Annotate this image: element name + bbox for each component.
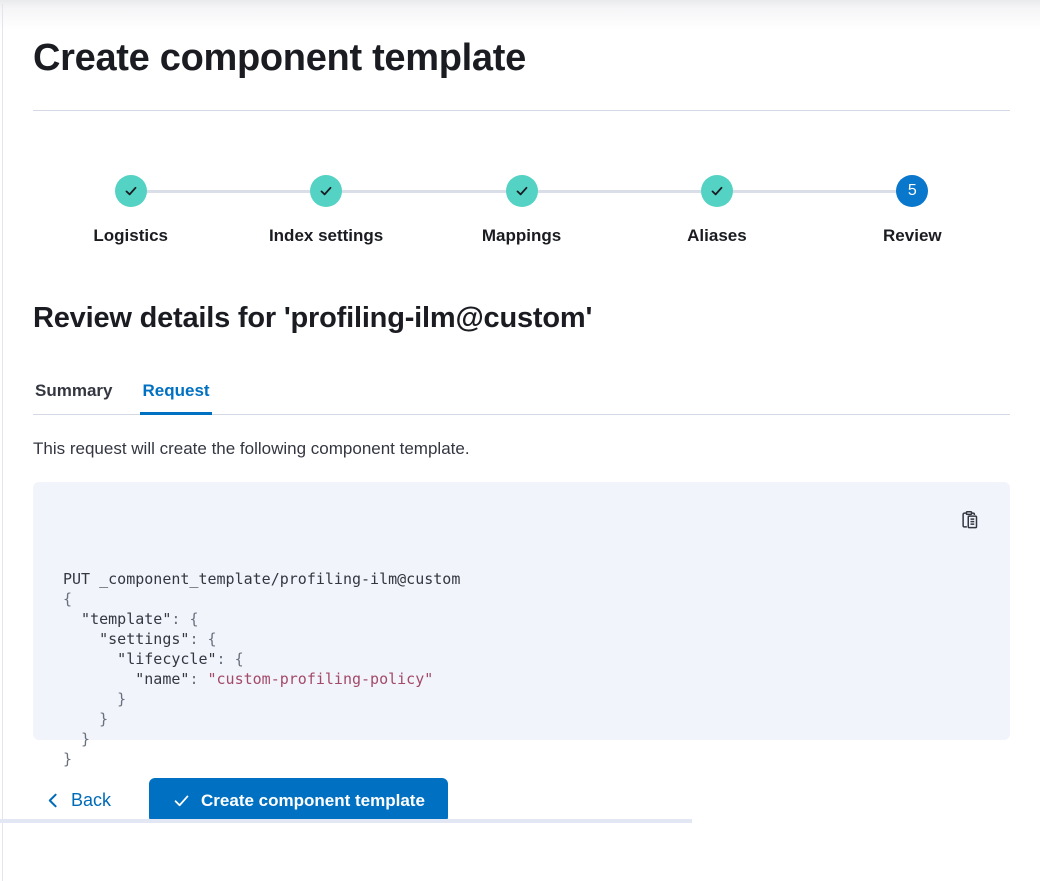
back-button-label: Back bbox=[71, 790, 112, 811]
panel-left-border bbox=[2, 4, 3, 881]
request-description: This request will create the following c… bbox=[33, 438, 470, 458]
copy-clipboard-icon bbox=[930, 511, 980, 537]
step-index-settings[interactable]: Index settings bbox=[228, 174, 423, 246]
check-icon bbox=[514, 183, 530, 199]
create-button-label: Create component template bbox=[201, 790, 425, 810]
back-button[interactable]: Back bbox=[33, 790, 119, 811]
code-line: "name": "custom-profiling-policy" bbox=[63, 670, 434, 689]
copy-to-clipboard-button[interactable] bbox=[928, 508, 982, 532]
step-label: Mappings bbox=[481, 225, 562, 245]
code-line: "lifecycle": { bbox=[63, 650, 244, 669]
wizard-footer: Back Create component template bbox=[33, 778, 1010, 824]
create-component-template-button[interactable]: Create component template bbox=[149, 778, 448, 824]
code-line: "settings": { bbox=[63, 630, 217, 649]
step-label: Index settings bbox=[268, 225, 384, 245]
step-complete-circle bbox=[700, 174, 733, 207]
tab-summary[interactable]: Summary bbox=[33, 381, 114, 414]
tab-request[interactable]: Request bbox=[140, 381, 212, 415]
step-mappings[interactable]: Mappings bbox=[424, 174, 619, 246]
step-complete-circle bbox=[310, 174, 343, 207]
step-aliases[interactable]: Aliases bbox=[619, 174, 814, 246]
check-icon bbox=[123, 183, 139, 199]
code-line: } bbox=[63, 750, 73, 769]
code-line: PUT _component_template/profiling-ilm@cu… bbox=[63, 570, 461, 589]
check-icon bbox=[709, 183, 725, 199]
next-panel-top-edge bbox=[0, 819, 692, 824]
code-line: "template": { bbox=[63, 610, 199, 629]
step-number: 5 bbox=[907, 181, 917, 199]
create-component-template-page: Create component template Logistics Index… bbox=[0, 37, 1010, 824]
step-complete-circle bbox=[505, 174, 538, 207]
chevron-left-icon bbox=[45, 792, 62, 809]
step-complete-circle bbox=[114, 174, 147, 207]
page-title: Create component template bbox=[33, 37, 526, 79]
review-tabs: Summary Request bbox=[33, 381, 1010, 415]
code-line: { bbox=[63, 590, 73, 609]
review-section-title: Review details for 'profiling-ilm@custom… bbox=[33, 301, 593, 334]
request-code-block: PUT _component_template/profiling-ilm@cu… bbox=[33, 482, 1010, 768]
step-current-circle: 5 bbox=[896, 174, 929, 207]
code-line: } bbox=[63, 690, 127, 709]
code-line: } bbox=[63, 710, 109, 729]
title-divider bbox=[33, 109, 1010, 111]
step-logistics[interactable]: Logistics bbox=[33, 174, 228, 246]
check-icon bbox=[318, 183, 334, 199]
step-label: Logistics bbox=[93, 225, 169, 245]
step-label: Review bbox=[883, 225, 942, 245]
code-line: } bbox=[63, 730, 91, 749]
check-icon bbox=[172, 791, 191, 810]
step-label: Aliases bbox=[687, 225, 747, 245]
